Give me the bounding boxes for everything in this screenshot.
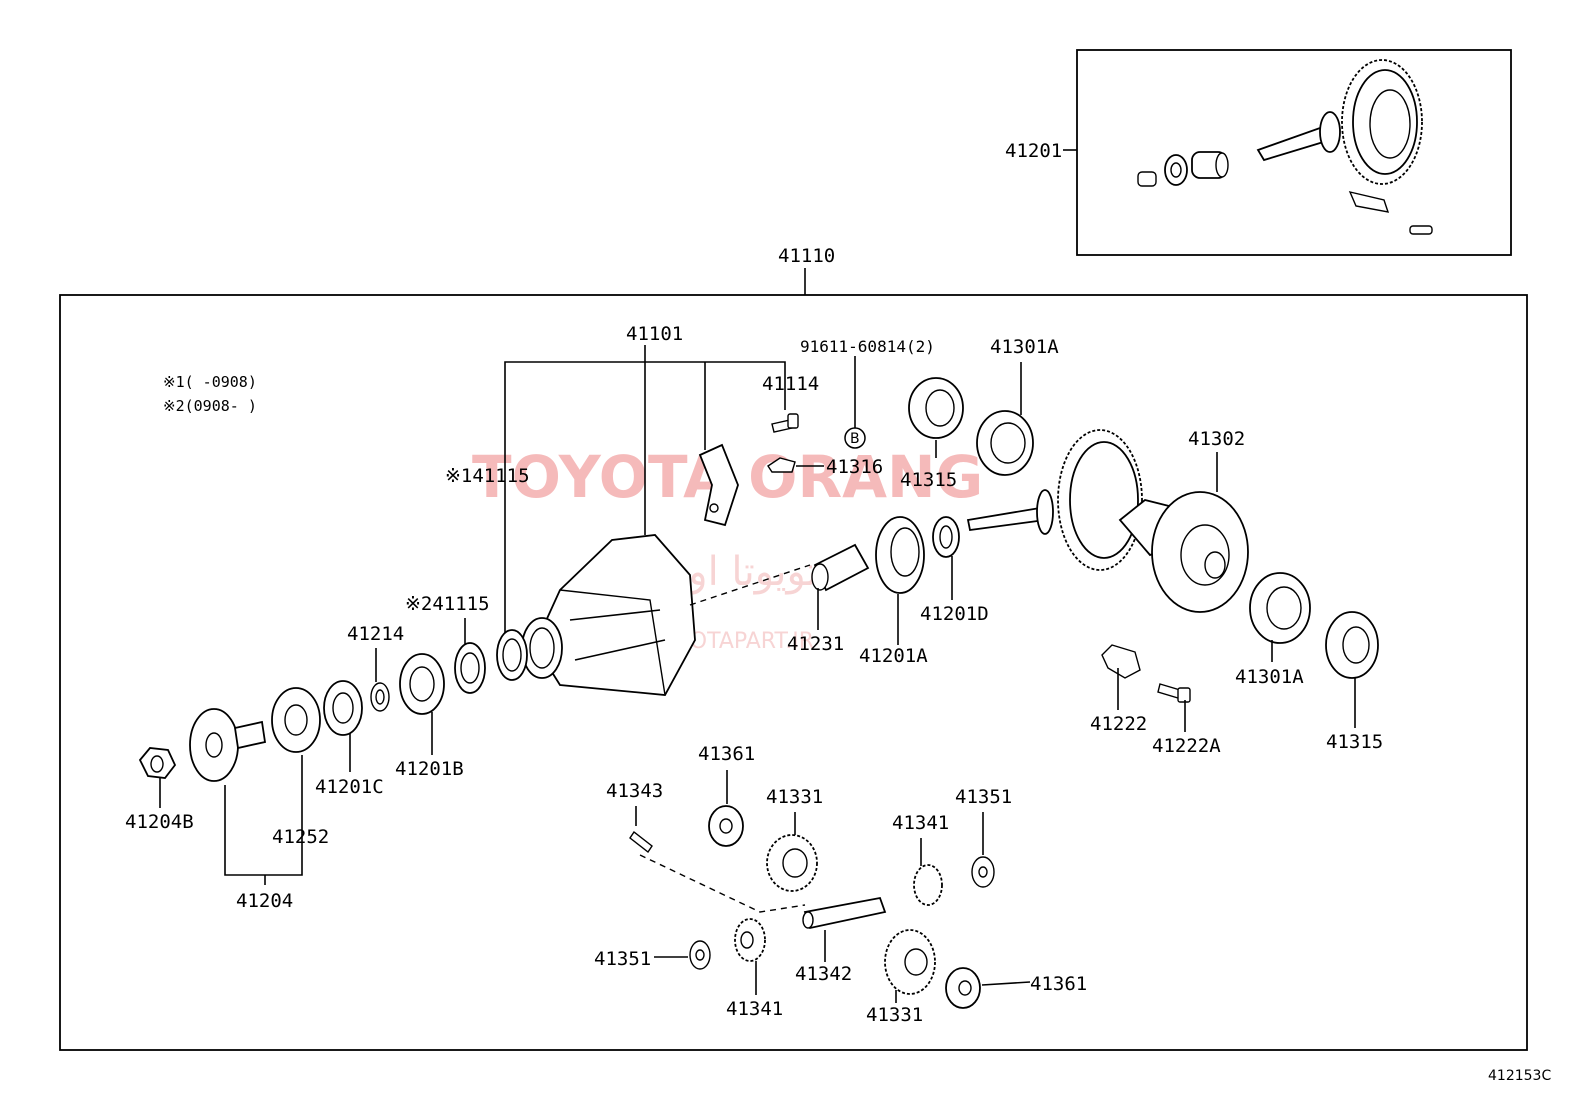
label-41201d: 41201D bbox=[920, 603, 989, 625]
label-41301a-top: 41301A bbox=[990, 336, 1059, 358]
companion-flange-illustration bbox=[189, 708, 267, 782]
label-41201: 41201 bbox=[1005, 140, 1062, 162]
label-41351-right: 41351 bbox=[955, 786, 1012, 808]
label-41231: 41231 bbox=[787, 633, 844, 655]
inset-frame-ring-gear-set bbox=[1076, 49, 1512, 256]
diagram-code: 412153C bbox=[1488, 1068, 1551, 1084]
label-41252: 41252 bbox=[272, 826, 329, 848]
label-91611-60814: 91611-60814(2) bbox=[800, 337, 935, 356]
label-41110: 41110 bbox=[778, 245, 835, 267]
label-41201a: 41201A bbox=[859, 645, 928, 667]
note-1: ※1( -0908) bbox=[163, 373, 257, 391]
label-41114: 41114 bbox=[762, 373, 819, 395]
label-41341-bottom: 41341 bbox=[726, 998, 783, 1020]
label-41204b: 41204B bbox=[125, 811, 194, 833]
label-41302: 41302 bbox=[1188, 428, 1245, 450]
label-41101: 41101 bbox=[626, 323, 683, 345]
label-41331-top: 41331 bbox=[766, 786, 823, 808]
label-41342: 41342 bbox=[795, 963, 852, 985]
label-41315-top: 41315 bbox=[900, 469, 957, 491]
label-41315-bottom: 41315 bbox=[1326, 731, 1383, 753]
label-41316: 41316 bbox=[826, 456, 883, 478]
ring-gear-and-case-illustration bbox=[966, 429, 1249, 613]
label-41115-note2: ※241115 bbox=[405, 593, 490, 615]
label-41343: 41343 bbox=[606, 780, 663, 802]
label-41222: 41222 bbox=[1090, 713, 1147, 735]
label-41301a-bottom: 41301A bbox=[1235, 666, 1304, 688]
label-41201b: 41201B bbox=[395, 758, 464, 780]
note-2: ※2(0908- ) bbox=[163, 397, 257, 415]
label-41222a: 41222A bbox=[1152, 735, 1221, 757]
main-frame-carrier-assembly bbox=[59, 294, 1528, 1051]
label-41204: 41204 bbox=[236, 890, 293, 912]
label-41351-left: 41351 bbox=[594, 948, 651, 970]
label-41214: 41214 bbox=[347, 623, 404, 645]
label-41361-top: 41361 bbox=[698, 743, 755, 765]
ring-gear-pinion-set-illustration bbox=[1137, 59, 1433, 235]
label-41341-right: 41341 bbox=[892, 812, 949, 834]
label-41115-note1: ※141115 bbox=[445, 465, 530, 487]
label-41331-bottom: 41331 bbox=[866, 1004, 923, 1026]
label-41361-bottom: 41361 bbox=[1030, 973, 1087, 995]
circle-marker bbox=[844, 427, 866, 449]
label-41201c: 41201C bbox=[315, 776, 384, 798]
circle-marker-letter: B bbox=[850, 431, 860, 447]
carrier-housing-illustration bbox=[521, 534, 696, 696]
